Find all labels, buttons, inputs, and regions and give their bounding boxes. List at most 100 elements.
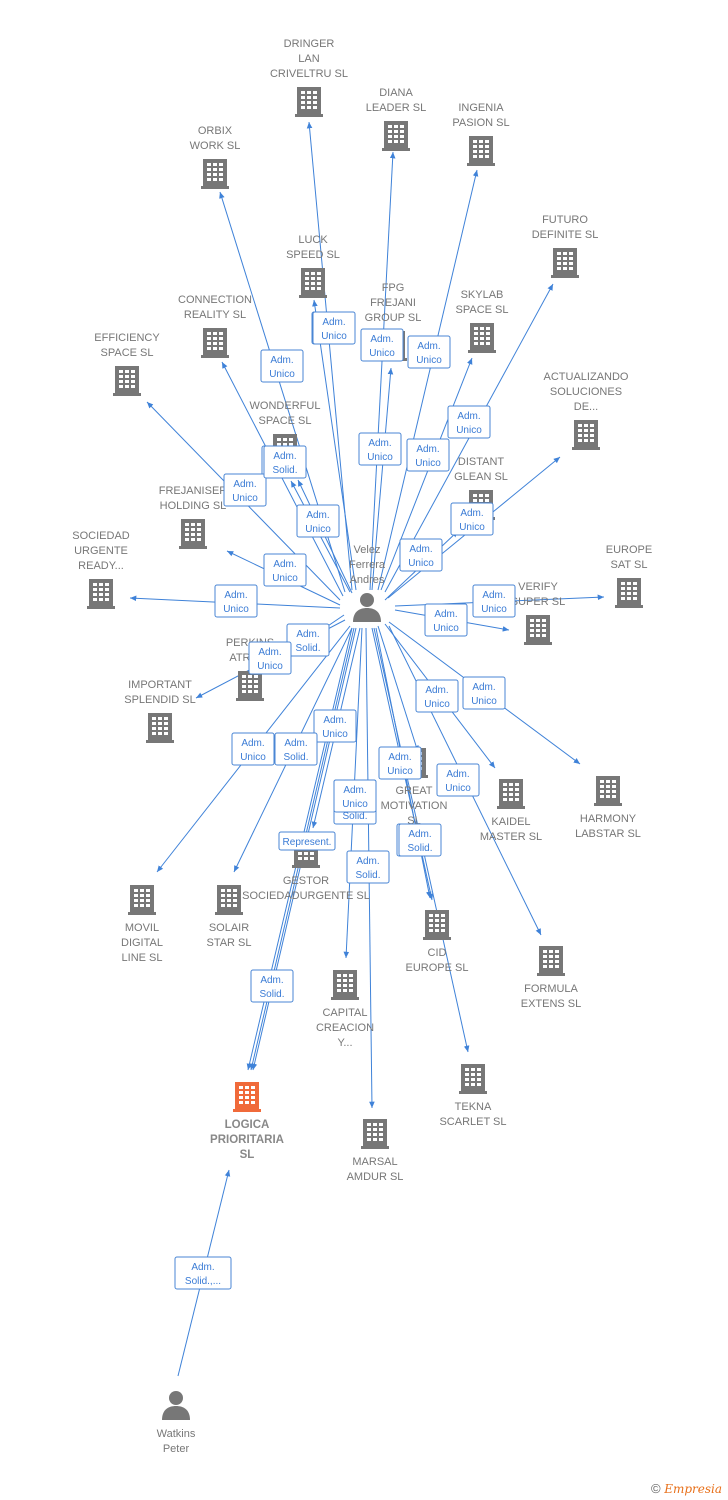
node-label: EUROPE bbox=[606, 544, 652, 556]
node-sociedad[interactable]: SOCIEDADURGENTEREADY... bbox=[72, 530, 130, 609]
edge-label[interactable]: Adm. Solid. bbox=[286, 623, 330, 657]
node-label: DIGITAL bbox=[121, 937, 163, 949]
node-label: FUTURO bbox=[542, 214, 588, 226]
node-label: FPG bbox=[382, 282, 405, 294]
node-label: SOCIEDAD bbox=[72, 530, 130, 542]
edge-label[interactable]: Adm.Unico bbox=[406, 438, 450, 472]
edge-label[interactable]: Adm.Unico bbox=[260, 349, 304, 383]
edge-label[interactable]: Adm.Unico bbox=[358, 432, 402, 466]
edge-label[interactable]: Adm.Unico bbox=[214, 584, 258, 618]
edge-label[interactable]: Adm.Solid. bbox=[346, 850, 390, 884]
edge-label[interactable]: Adm.Unico bbox=[472, 584, 516, 618]
edge-velez-connection bbox=[221, 361, 344, 597]
empresia-logo[interactable]: Empresia bbox=[664, 1482, 722, 1496]
node-actualizando[interactable]: ACTUALIZANDOSOLUCIONESDE... bbox=[544, 371, 629, 450]
edge-label-text: Solid.,... bbox=[185, 1276, 221, 1287]
node-label: VERIFY bbox=[518, 581, 558, 593]
edge-label[interactable]: Represent. bbox=[278, 831, 336, 851]
edge-label[interactable]: Adm.Unico bbox=[231, 732, 275, 766]
edge-label-text: Unico bbox=[272, 573, 298, 584]
edge-label-text: Adm. bbox=[273, 559, 296, 570]
building-icon bbox=[572, 420, 600, 450]
edge-label-text: Solid. bbox=[283, 752, 308, 763]
node-label: WONDERFUL bbox=[250, 400, 321, 412]
edge-label-text: Unico bbox=[471, 696, 497, 707]
edge-label-box bbox=[358, 432, 402, 466]
edge-label[interactable]: Adm.Unico bbox=[360, 328, 404, 362]
edge-label[interactable]: Adm.Unico bbox=[447, 405, 491, 439]
node-capital[interactable]: CAPITALCREACIONY... bbox=[316, 970, 374, 1049]
edge-label-text: Solid. bbox=[295, 643, 320, 654]
node-label: SOCIEDADURGENTE SL bbox=[242, 890, 370, 902]
edge-label[interactable]: Adm.Unico bbox=[248, 641, 292, 675]
edge-label-text: Adm. bbox=[388, 752, 411, 763]
edge-label[interactable]: Adm.Solid.,... bbox=[174, 1256, 232, 1290]
node-label: DISTANT bbox=[458, 456, 505, 468]
edge-label-box bbox=[378, 746, 422, 780]
building-icon bbox=[236, 671, 264, 701]
edge-label-box bbox=[312, 311, 356, 345]
edge-label[interactable]: Adm. Unico bbox=[263, 553, 307, 587]
edge-labels-layer: Adm.UnicoAdm.UnicoAdm.UnicoAdm.UnicoAdm.… bbox=[174, 311, 516, 1290]
edge-label[interactable]: Adm.Unico bbox=[313, 709, 357, 743]
edge-label[interactable]: Adm.Unico bbox=[333, 779, 377, 813]
edge-label[interactable]: Adm.Unico bbox=[415, 679, 459, 713]
node-label: CONNECTION bbox=[178, 294, 252, 306]
edge-label-text: Adm. bbox=[270, 355, 293, 366]
edge-label[interactable]: Adm.Solid. bbox=[263, 445, 307, 479]
building-icon bbox=[113, 366, 141, 396]
edge-label[interactable]: Adm.Unico bbox=[436, 763, 480, 797]
edge-label[interactable]: Adm.Solid. bbox=[398, 823, 442, 857]
node-label: DIANA bbox=[379, 87, 413, 99]
edge-label-text: Adm. bbox=[343, 785, 366, 796]
edge-label[interactable]: Adm.Solid. bbox=[250, 969, 294, 1003]
edge-label[interactable]: Adm.Unico bbox=[378, 746, 422, 780]
edge-label[interactable]: Adm.Unico bbox=[424, 603, 468, 637]
edge-label[interactable]: Adm.Solid. bbox=[274, 732, 318, 766]
edge-label[interactable]: Adm.Unico bbox=[399, 538, 443, 572]
edge-label-box bbox=[214, 584, 258, 618]
edge-label-text: Adm. bbox=[446, 769, 469, 780]
edge-label[interactable]: Adm.Unico bbox=[312, 311, 356, 345]
edge-label-box bbox=[415, 679, 459, 713]
edge-label[interactable]: Adm.Unico bbox=[407, 335, 451, 369]
edge-velez-ingenia bbox=[377, 169, 479, 591]
edge-label[interactable]: Adm.Unico bbox=[223, 473, 267, 507]
edge-label[interactable]: Adm.Unico bbox=[450, 502, 494, 536]
node-label: INGENIA bbox=[458, 102, 504, 114]
node-label: GROUP SL bbox=[365, 312, 422, 324]
edge-label[interactable]: Adm.Unico bbox=[462, 676, 506, 710]
edge-label[interactable]: Adm.Unico bbox=[296, 504, 340, 538]
edge-label-text: Adm. bbox=[296, 629, 319, 640]
node-label: HOLDING SL bbox=[160, 500, 227, 512]
